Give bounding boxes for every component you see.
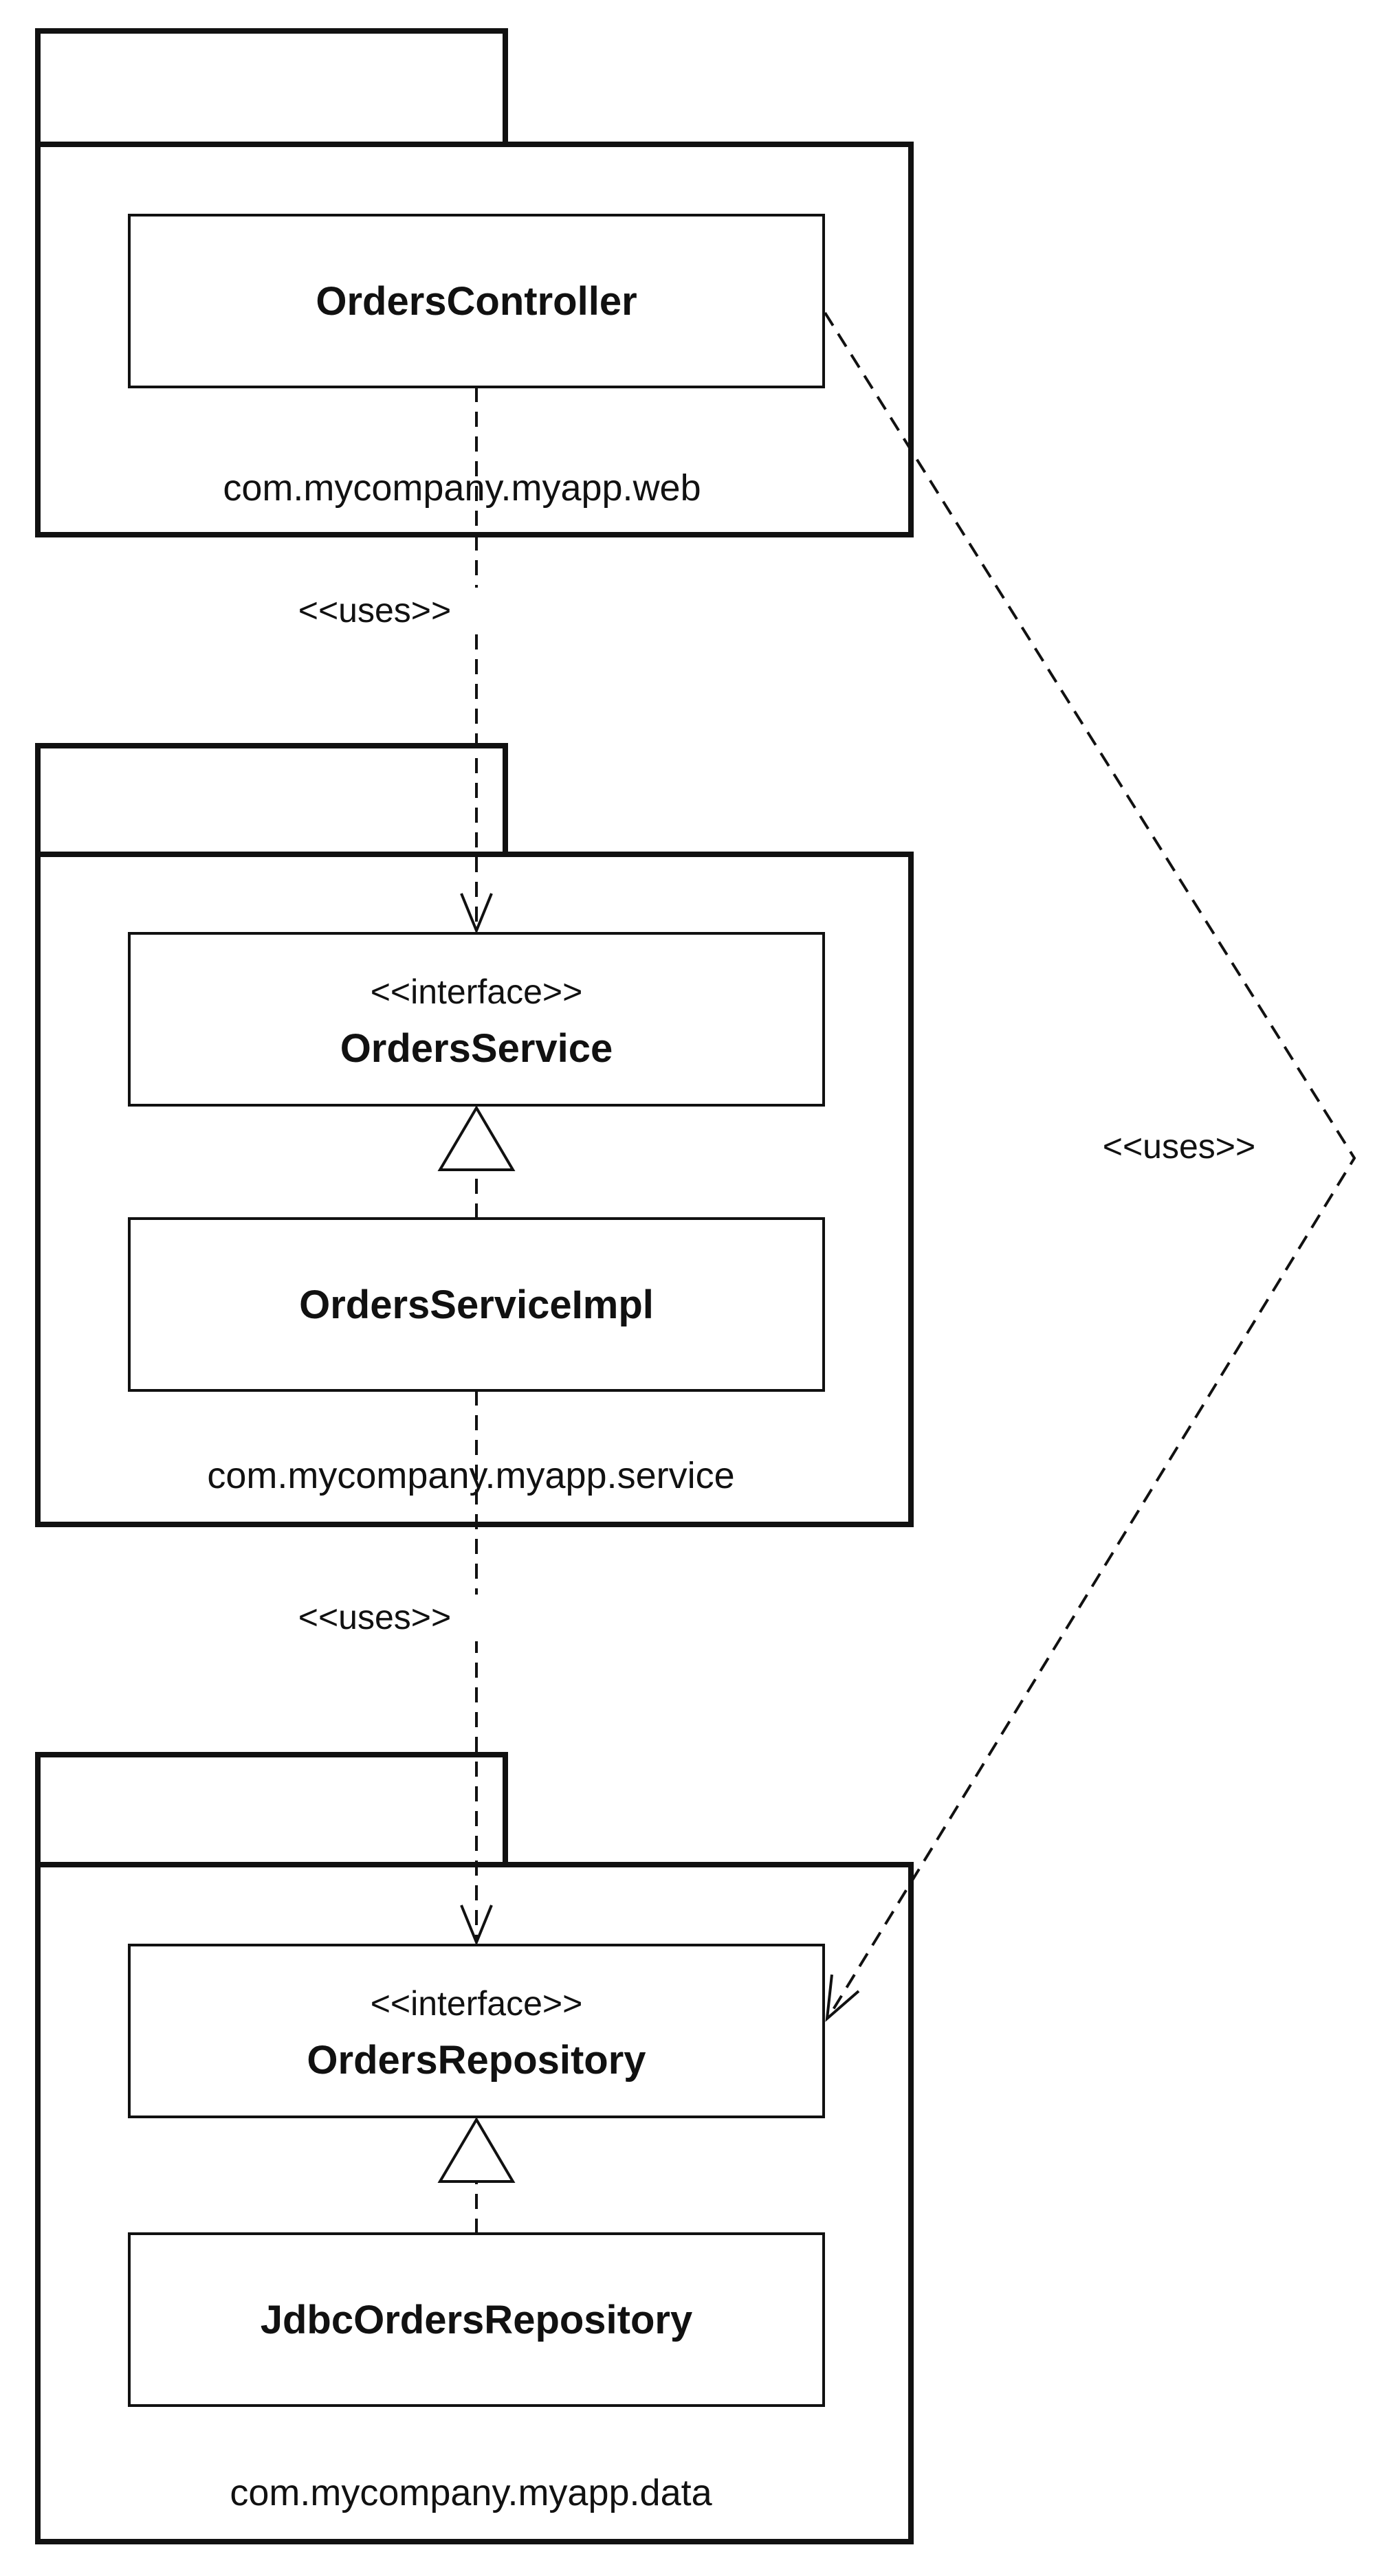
dependency-web-to-service-label-bg — [265, 588, 485, 634]
package-data-tab — [35, 1752, 508, 1867]
class-orders-repository-box — [128, 1944, 825, 2118]
class-jdbc-orders-repository-box — [128, 2232, 825, 2407]
dependency-service-to-data-label-bg — [265, 1595, 485, 1641]
class-orders-service-stereotype: <<interface>> — [371, 973, 583, 1011]
class-orders-repository-stereotype: <<interface>> — [371, 1984, 583, 2023]
class-orders-service-name: OrdersService — [340, 1026, 613, 1071]
package-service: <<interface>> OrdersService OrdersServic… — [35, 743, 914, 1527]
dependency-service-to-data: <<uses>> — [265, 1390, 493, 1946]
realization-repository-impl — [437, 2117, 516, 2234]
package-service-name: com.mycompany.myapp.service — [207, 1455, 734, 1496]
dependency-web-to-data-label: <<uses>> — [1103, 1127, 1255, 1166]
package-web-name: com.mycompany.myapp.web — [223, 467, 701, 509]
dependency-web-to-data-arrowhead — [825, 1974, 860, 2022]
dependency-web-to-service-label: <<uses>> — [298, 591, 451, 630]
class-orders-service-impl: OrdersServiceImpl — [128, 1217, 825, 1392]
class-orders-service-impl-name: OrdersServiceImpl — [299, 1283, 654, 1327]
class-orders-repository: <<interface>> OrdersRepository — [128, 1944, 825, 2118]
dependency-web-to-data-line — [824, 311, 1356, 2019]
dependency-web-to-service-arrowhead — [460, 893, 493, 935]
package-data-name: com.mycompany.myapp.data — [230, 2472, 712, 2513]
realization-service-impl — [437, 1105, 516, 1219]
package-data: <<interface>> OrdersRepository JdbcOrder… — [35, 1752, 914, 2544]
dependency-web-to-service: <<uses>> — [265, 387, 493, 935]
class-jdbc-orders-repository: JdbcOrdersRepository — [128, 2232, 825, 2407]
package-service-tab — [35, 743, 508, 857]
realization-service-impl-triangle — [437, 1105, 516, 1171]
class-orders-controller: OrdersController — [128, 214, 825, 388]
class-orders-service-impl-box — [128, 1217, 825, 1392]
dependency-web-to-data: <<uses>> — [824, 311, 1356, 2022]
package-web-tab — [35, 28, 508, 147]
realization-repository-impl-triangle — [437, 2117, 516, 2183]
package-web: OrdersController com.mycompany.myapp.web — [35, 28, 914, 537]
dependency-service-to-data-label: <<uses>> — [298, 1598, 451, 1636]
class-orders-repository-name: OrdersRepository — [307, 2038, 646, 2083]
class-orders-service-box — [128, 932, 825, 1107]
dependency-service-to-data-arrowhead — [460, 1905, 493, 1946]
class-orders-controller-box — [128, 214, 825, 388]
class-jdbc-orders-repository-name: JdbcOrdersRepository — [261, 2298, 693, 2342]
class-orders-service: <<interface>> OrdersService — [128, 932, 825, 1107]
class-orders-controller-name: OrdersController — [316, 279, 637, 324]
